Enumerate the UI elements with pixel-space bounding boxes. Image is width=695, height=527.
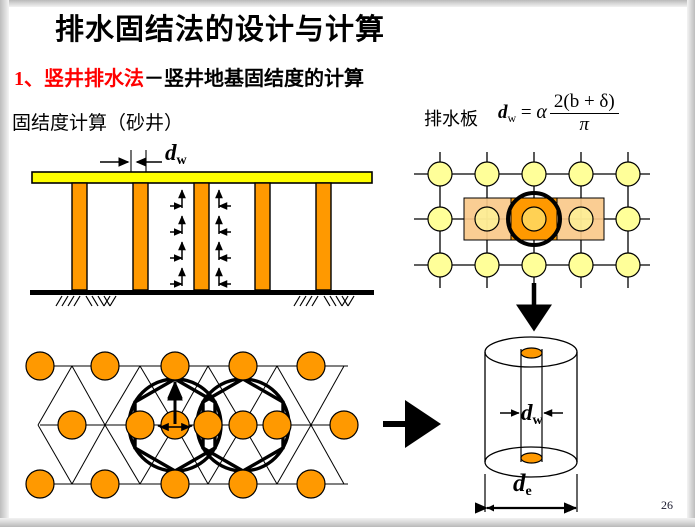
frame-border-right [687,0,695,527]
formula-variable: d [498,101,508,123]
sand-drain-caption: 固结度计算（砂井） [12,113,184,134]
formula-equals: = [520,101,532,123]
page-number: 26 [661,498,673,512]
frame-border-top [0,0,695,7]
section-heading-black: －竖井地基固结度的计算 [144,68,364,90]
formula-numerator: 2(b + δ) [549,92,619,114]
cylinder-dw-d: d [521,400,533,425]
triangular-pattern-diagram [25,351,359,499]
cross-section-dw-label: dw [165,140,187,169]
section-heading-red: 1、竖井排水法 [14,68,144,90]
cross-section-dw-d: d [165,140,177,165]
drain-board-label: 排水板 [424,109,478,129]
formula-fraction: 2(b + δ)π [549,92,619,135]
cylinder-dw-label: dw [521,400,543,429]
cross-section-dw-sub: w [176,153,187,169]
frame-border-bottom [0,518,695,527]
cylinder-de-d: d [513,470,526,497]
section-heading: 1、竖井排水法－竖井地基固结度的计算 [14,62,364,91]
formula-variable-sub: w [507,110,517,125]
square-pattern-diagram [414,152,650,332]
formula-denominator: π [579,113,590,135]
cross-section-diagram [30,150,374,307]
formula-alpha: α [536,100,547,123]
cylinder-de-label: de [513,470,532,500]
cylinder-dw-sub: w [532,413,543,429]
frame-border-left [0,0,9,527]
page-title: 排水固结法的设计与计算 [55,14,386,46]
cylinder-de-sub: e [525,484,532,500]
